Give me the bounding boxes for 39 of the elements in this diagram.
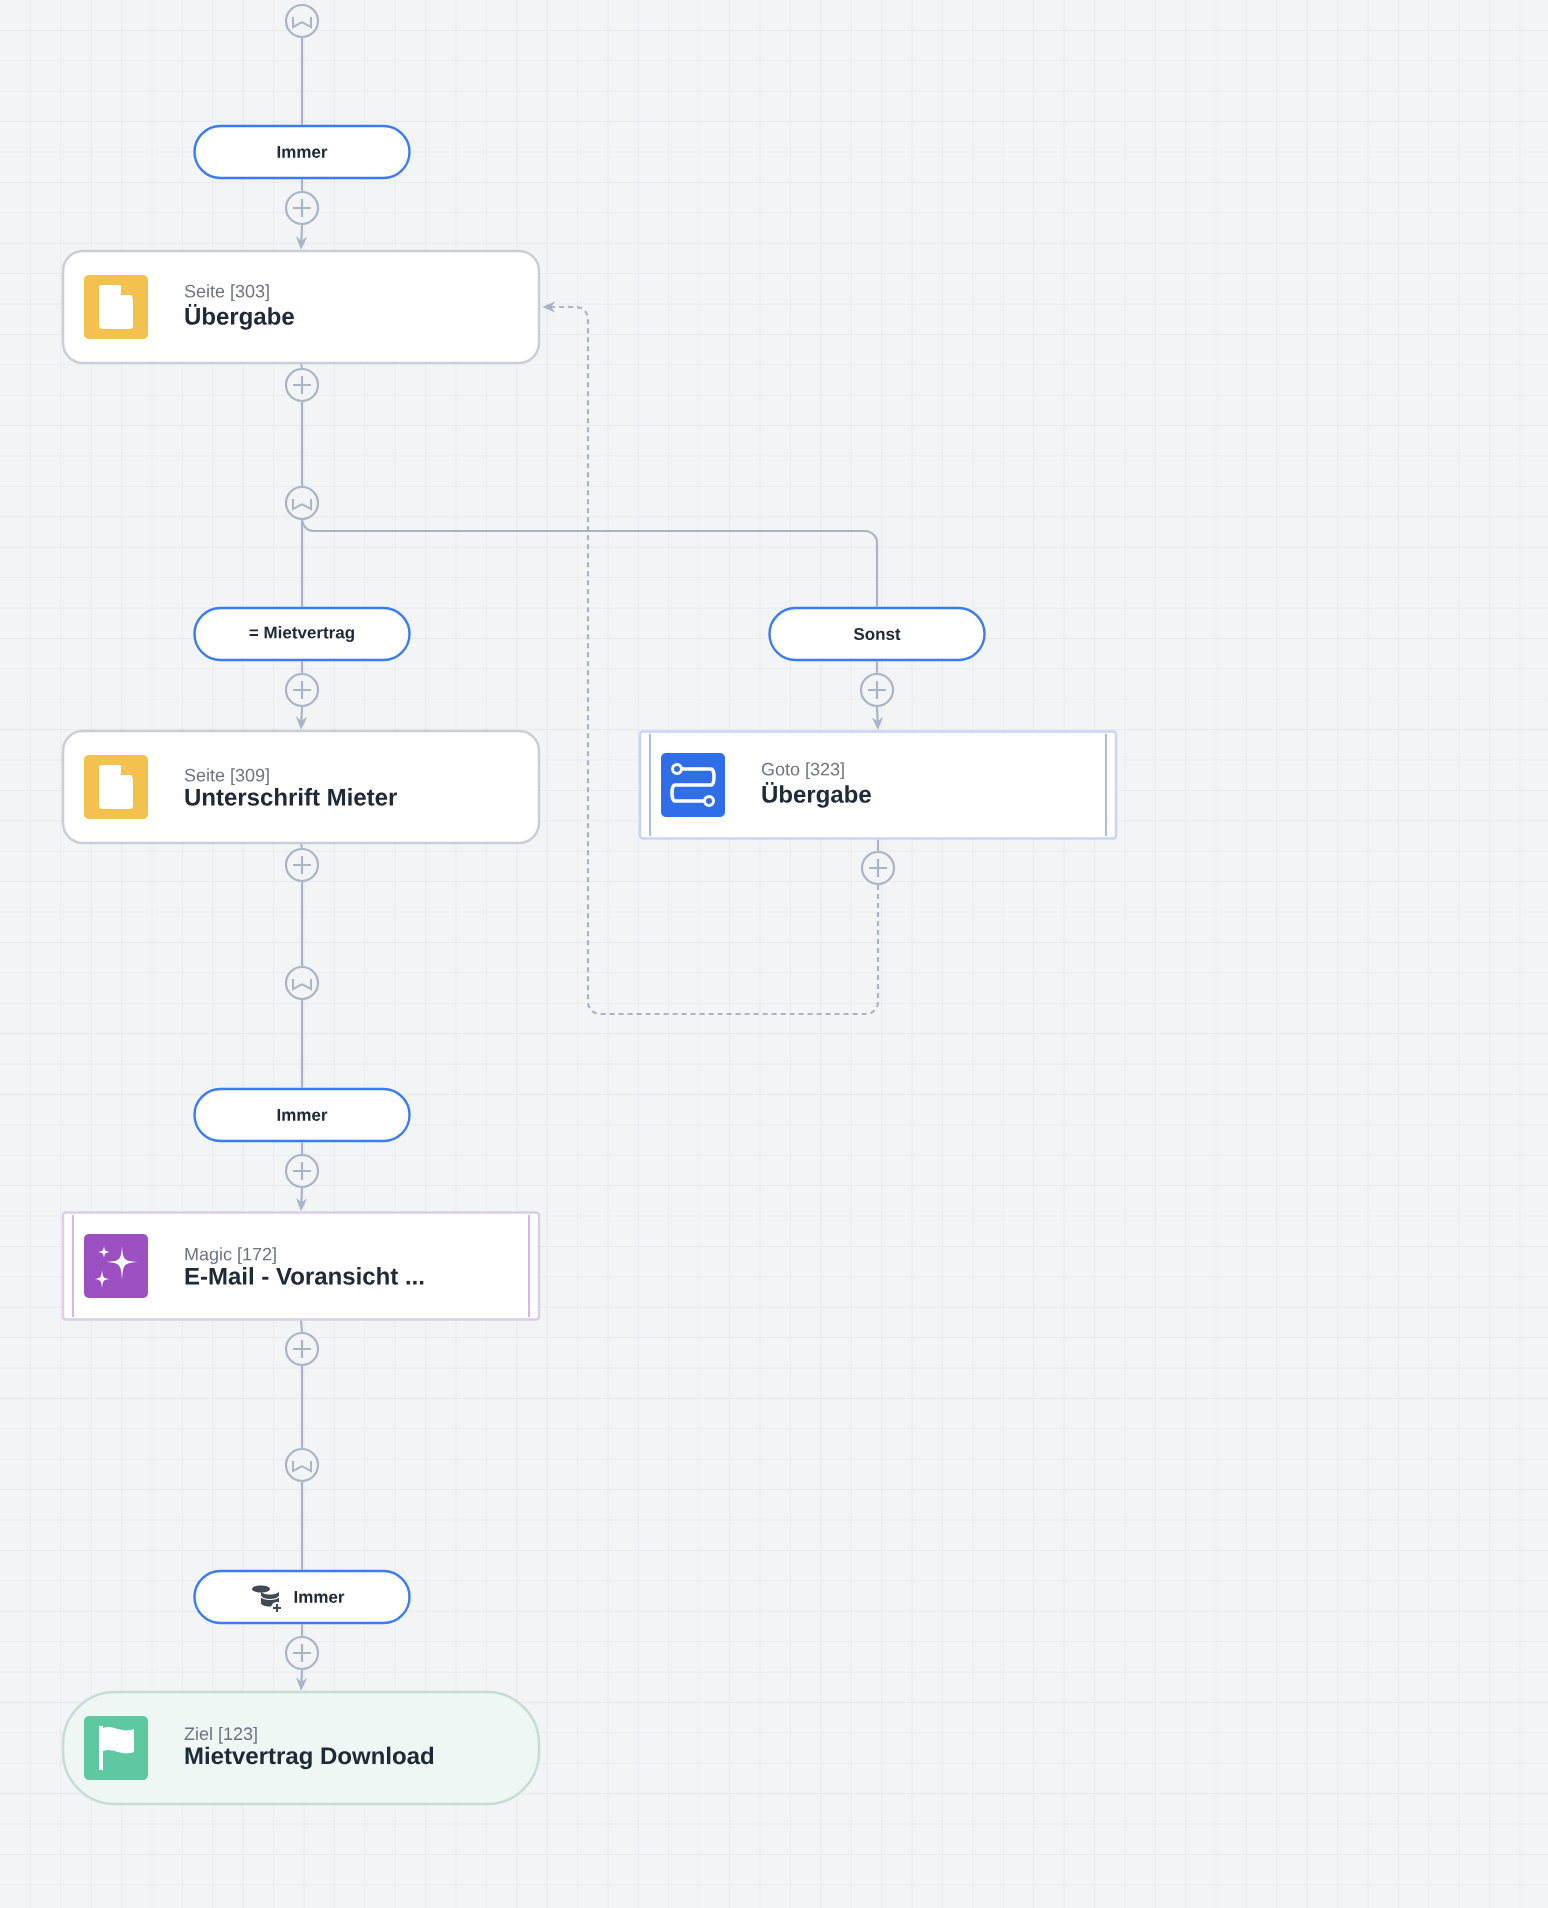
connector: [300, 520, 304, 607]
merge-icon: [284, 485, 320, 521]
connector: [300, 1142, 304, 1154]
plus-button: [859, 672, 895, 708]
plus-button: [284, 1153, 320, 1189]
condition-pill: Immer: [193, 1087, 411, 1143]
magic-card: Magic [172] E-Mail - Voransicht ...: [61, 1211, 541, 1321]
connector: [876, 839, 880, 851]
connector: [299, 843, 304, 849]
page-card: Seite [303] Übergabe: [61, 249, 541, 365]
connector: [300, 38, 304, 125]
plus-button: [860, 850, 896, 886]
condition-pill: Sonst: [768, 606, 986, 662]
connector: [300, 1000, 304, 1088]
condition-pill: Immer: [193, 1569, 411, 1625]
connector: [300, 1366, 304, 1448]
plus-button: [284, 847, 320, 883]
plus-button: [284, 367, 320, 403]
condition-pill: Immer: [193, 124, 411, 180]
connector: [300, 179, 304, 191]
merge-icon: [284, 965, 320, 1001]
plus-button: [284, 672, 320, 708]
plus-button: [284, 1331, 320, 1367]
connector: [300, 402, 304, 486]
plus-button: [284, 1635, 320, 1671]
connector: [300, 661, 304, 673]
merge-icon: [284, 3, 320, 39]
connector: [300, 882, 304, 966]
connector: [875, 661, 879, 673]
plus-button: [284, 190, 320, 226]
connector: [300, 517, 879, 607]
connector: [299, 363, 304, 369]
connector: [300, 1624, 304, 1636]
condition-pill: = Mietvertrag: [193, 606, 411, 662]
connector: [299, 1320, 304, 1332]
goto-card: Goto [323] Übergabe: [638, 730, 1118, 840]
merge-icon: [284, 1447, 320, 1483]
connector: [300, 1482, 304, 1570]
page-card: Seite [309] Unterschrift Mieter: [61, 729, 541, 845]
